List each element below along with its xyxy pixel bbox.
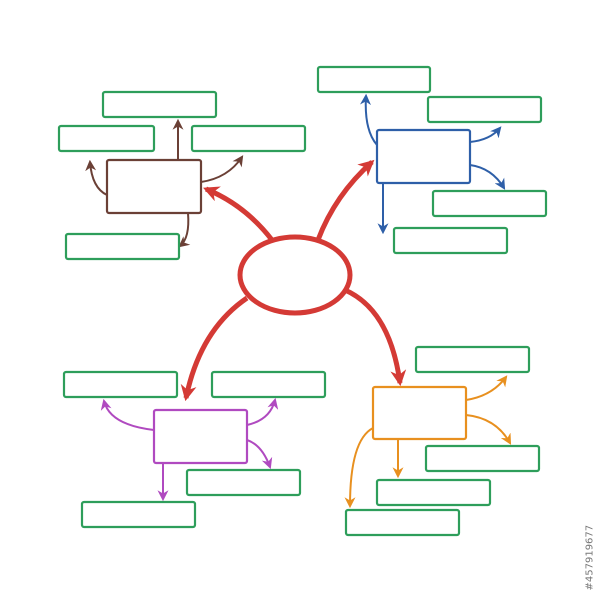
- leaf-text-box: [316, 65, 432, 94]
- branch-bottom-right-arrow: [465, 414, 512, 445]
- branch-top-left-box: [105, 158, 203, 215]
- branch-bottom-left-arrow: [100, 398, 155, 431]
- branch-bottom-right-arrow: [344, 427, 374, 509]
- leaf-text-box: [190, 124, 307, 153]
- leaf-text-box: [62, 370, 179, 399]
- branch-top-right-arrow: [469, 126, 502, 143]
- leaf-text-box: [210, 370, 327, 399]
- branch-top-left-arrow: [178, 212, 191, 248]
- branch-bottom-right-box: [371, 385, 468, 441]
- branch-bottom-right-arrow: [465, 375, 508, 401]
- leaf-text-box: [414, 345, 531, 374]
- center-branch-arrow: [315, 159, 375, 241]
- branch-top-left-arrow: [200, 155, 244, 183]
- leaf-text-box: [185, 468, 302, 497]
- branch-top-left-arrow: [85, 159, 108, 196]
- leaf-text-box: [375, 478, 492, 507]
- stock-id: #457919677: [584, 524, 596, 591]
- leaf-text-box: [57, 124, 156, 153]
- leaf-text-box: [80, 500, 197, 529]
- center-branch-arrow: [343, 287, 407, 387]
- leaf-text-box: [431, 189, 548, 218]
- center-branch-arrow: [180, 295, 249, 402]
- branch-top-right-box: [375, 128, 472, 185]
- leaf-text-box: [344, 508, 461, 537]
- center-branch-arrow: [203, 186, 274, 242]
- leaf-text-box: [64, 232, 181, 261]
- branch-bottom-left-arrow: [246, 439, 273, 470]
- leaf-text-box: [392, 226, 509, 255]
- branch-bottom-left-box: [152, 408, 249, 465]
- branch-bottom-left-arrow: [246, 397, 279, 426]
- central-topic-ellipse: [237, 234, 353, 316]
- leaf-text-box: [101, 90, 218, 119]
- branch-top-right-arrow: [359, 93, 378, 146]
- branch-top-right-arrow: [469, 164, 506, 190]
- leaf-text-box: [426, 95, 543, 124]
- leaf-text-box: [424, 444, 541, 473]
